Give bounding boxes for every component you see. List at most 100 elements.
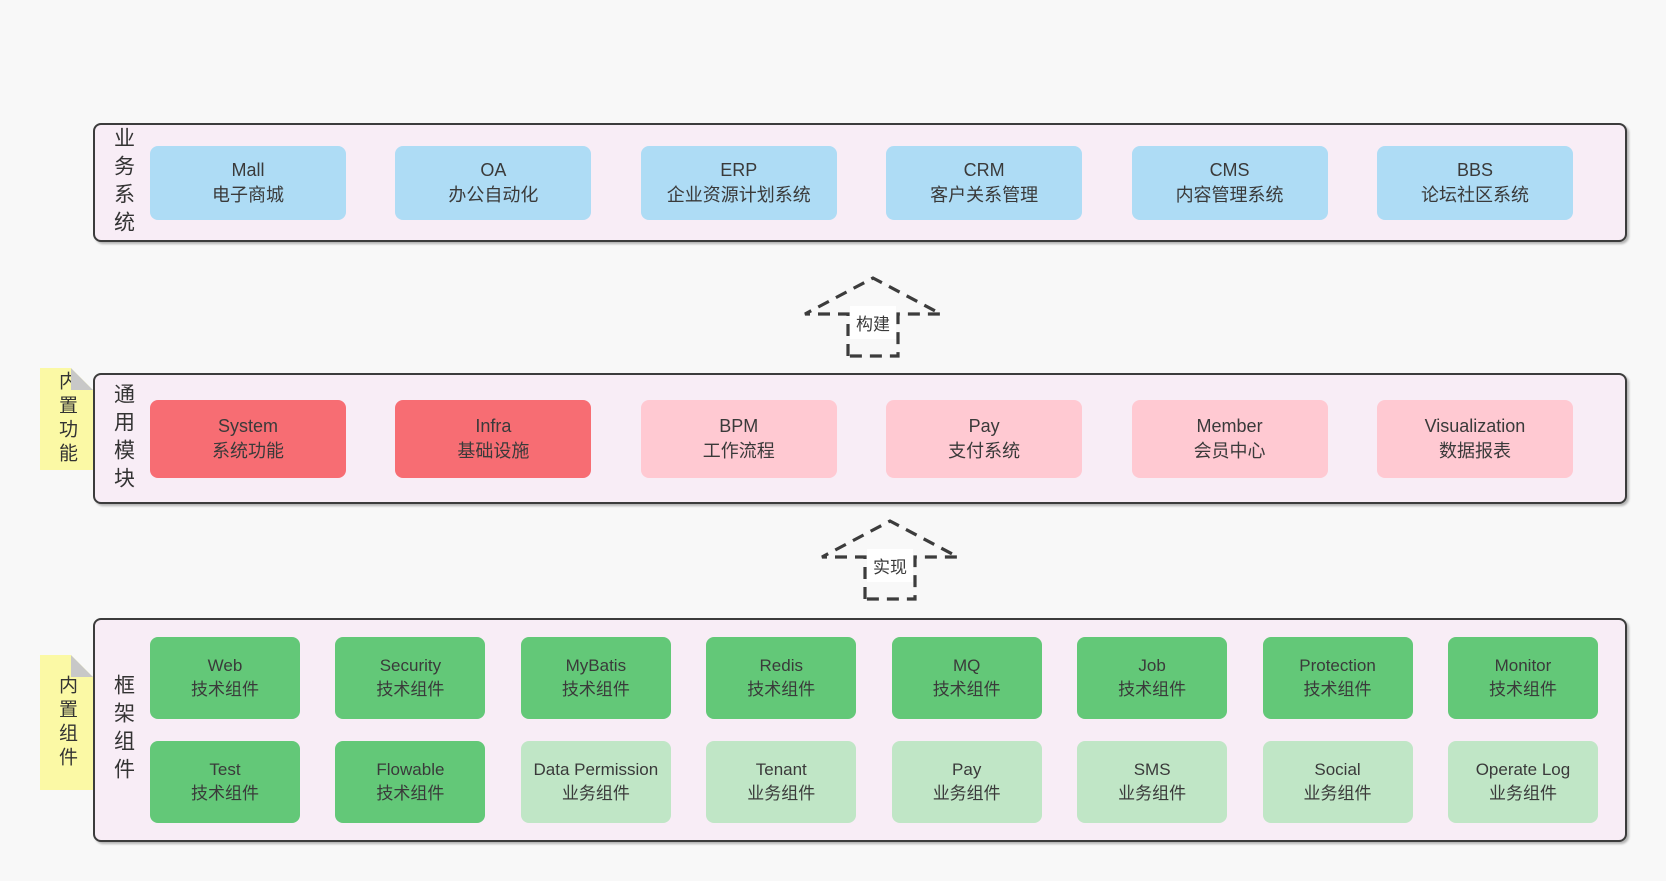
node-title: MyBatis — [565, 656, 627, 675]
node-title: System — [217, 415, 278, 436]
node-cms: CMS 内容管理系统 — [1131, 145, 1328, 220]
node-title: Job — [1138, 656, 1166, 675]
node-subtitle: 业务组件 — [561, 784, 630, 803]
node-title: BBS — [1456, 159, 1493, 180]
node-subtitle: 技术组件 — [376, 784, 445, 803]
node-title: Protection — [1299, 656, 1376, 675]
node-subtitle: 论坛社区系统 — [1420, 184, 1529, 205]
node-protection: Protection 技术组件 — [1262, 637, 1413, 719]
node-social: Social 业务组件 — [1262, 741, 1413, 823]
arrow-label: 实现 — [867, 549, 913, 582]
panel-title: 框架组件 — [111, 674, 135, 786]
node-mybatis: MyBatis 技术组件 — [520, 637, 671, 719]
node-subtitle: 电子商城 — [212, 184, 284, 205]
node-mall: Mall 电子商城 — [150, 145, 346, 220]
node-pay: Pay 支付系统 — [886, 399, 1083, 478]
node-title: Tenant — [755, 760, 807, 779]
node-member: Member 会员中心 — [1131, 399, 1328, 478]
folded-corner-icon — [71, 368, 93, 390]
node-bpm: BPM 工作流程 — [640, 399, 837, 478]
node-title: Mall — [231, 159, 265, 180]
node-subtitle: 技术组件 — [561, 680, 630, 699]
node-subtitle: 技术组件 — [191, 784, 259, 803]
node-title: Social — [1314, 760, 1361, 779]
node-data-permission: Data Permission 业务组件 — [520, 741, 671, 823]
node-bbs: BBS 论坛社区系统 — [1376, 145, 1573, 220]
node-title: OA — [480, 159, 507, 180]
node-pay: Pay 业务组件 — [891, 741, 1042, 823]
biz-components-row: Test 技术组件 Flowable 技术组件 Data Permission 业务组件 T… — [150, 741, 1598, 823]
node-subtitle: 技术组件 — [191, 680, 259, 699]
node-title: Data Permission — [533, 760, 659, 779]
sticky-note-builtin-components: 内置组件 — [40, 655, 93, 790]
node-subtitle: 内容管理系统 — [1175, 184, 1284, 205]
node-subtitle: 业务组件 — [1303, 784, 1372, 803]
node-subtitle: 业务组件 — [932, 784, 1001, 803]
node-subtitle: 技术组件 — [747, 680, 816, 699]
arrow-label: 构建 — [850, 306, 896, 339]
node-subtitle: 企业资源计划系统 — [666, 184, 811, 205]
node-flowable: Flowable 技术组件 — [335, 741, 486, 823]
node-mq: MQ 技术组件 — [891, 637, 1042, 719]
node-sms: SMS 业务组件 — [1077, 741, 1228, 823]
node-title: ERP — [720, 159, 758, 180]
node-title: Redis — [759, 656, 803, 675]
node-title: SMS — [1133, 760, 1171, 779]
node-title: Pay — [952, 760, 982, 779]
node-subtitle: 客户关系管理 — [930, 184, 1039, 205]
up-arrow-icon — [804, 276, 942, 358]
node-title: Visualization — [1424, 415, 1526, 436]
node-title: BPM — [719, 415, 759, 436]
node-subtitle: 技术组件 — [1303, 680, 1372, 699]
panel-label-column: 业务系统 — [95, 125, 150, 240]
node-subtitle: 数据报表 — [1438, 440, 1511, 461]
panel-title: 通用模块 — [111, 382, 135, 495]
node-subtitle: 技术组件 — [932, 680, 1001, 699]
node-erp: ERP 企业资源计划系统 — [640, 145, 837, 220]
node-title: Infra — [475, 415, 512, 436]
folded-corner-icon — [71, 655, 93, 677]
node-subtitle: 支付系统 — [948, 440, 1021, 461]
node-title: CMS — [1209, 159, 1250, 180]
node-subtitle: 技术组件 — [376, 680, 445, 699]
node-title: Flowable — [376, 760, 445, 779]
node-test: Test 技术组件 — [150, 741, 300, 823]
dashed-up-arrow-implement: 实现 — [820, 519, 960, 601]
node-system: System 系统功能 — [150, 399, 346, 478]
node-redis: Redis 技术组件 — [706, 637, 857, 719]
node-title: Test — [209, 760, 241, 779]
node-title: Pay — [968, 415, 1000, 436]
panel-label-column: 通用模块 — [95, 375, 150, 502]
sticky-note-builtin-features: 内置功能 — [40, 368, 93, 470]
node-visualization: Visualization 数据报表 — [1376, 399, 1573, 478]
up-arrow-icon — [821, 519, 959, 601]
node-job: Job 技术组件 — [1077, 637, 1228, 719]
node-title: Monitor — [1494, 656, 1552, 675]
panel-label-column: 框架组件 — [95, 620, 150, 840]
node-monitor: Monitor 技术组件 — [1447, 637, 1598, 719]
note-label: 内置组件 — [56, 674, 77, 771]
node-subtitle: 业务组件 — [1488, 784, 1557, 803]
node-subtitle: 系统功能 — [212, 440, 284, 461]
node-subtitle: 技术组件 — [1118, 680, 1187, 699]
node-title: MQ — [952, 656, 981, 675]
node-title: Member — [1196, 415, 1263, 436]
node-subtitle: 会员中心 — [1193, 440, 1266, 461]
panel-title: 业务系统 — [111, 126, 135, 239]
node-subtitle: 业务组件 — [1118, 784, 1187, 803]
node-subtitle: 技术组件 — [1488, 680, 1557, 699]
node-subtitle: 工作流程 — [702, 440, 775, 461]
